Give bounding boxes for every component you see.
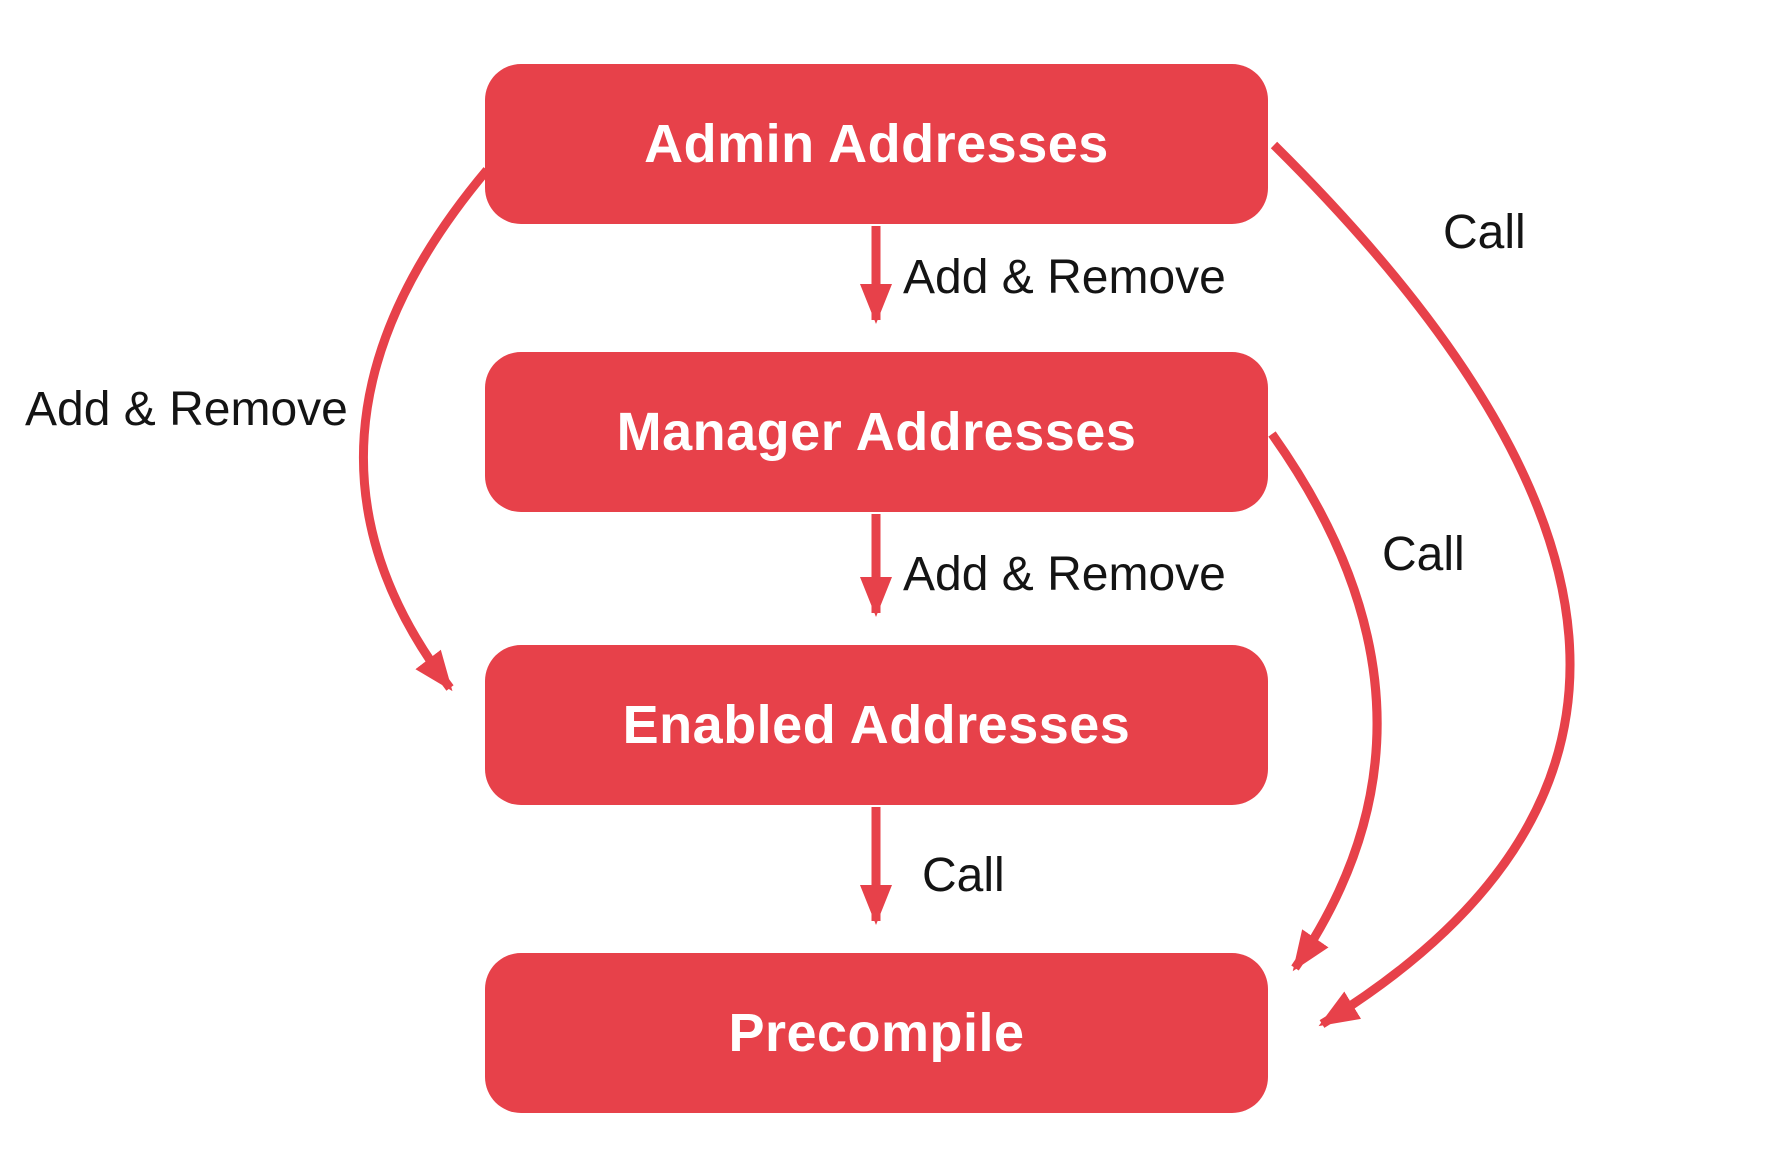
edge-label-admin-to-enabled: Add & Remove [25, 383, 348, 436]
node-manager-addresses: Manager Addresses [485, 352, 1268, 512]
node-manager-addresses-label: Manager Addresses [616, 402, 1137, 462]
node-precompile: Precompile [485, 953, 1268, 1113]
node-admin-addresses: Admin Addresses [485, 64, 1268, 224]
edge-label-manager-to-enabled: Add & Remove [903, 548, 1226, 601]
arrow-admin-to-precompile [1270, 141, 1575, 1028]
edge-label-admin-to-precompile: Call [1443, 206, 1526, 259]
edge-label-admin-to-manager: Add & Remove [903, 251, 1226, 304]
arrow-admin-to-enabled [359, 167, 491, 692]
edge-label-manager-to-precompile: Call [1382, 528, 1465, 581]
node-precompile-label: Precompile [728, 1003, 1025, 1063]
node-admin-addresses-label: Admin Addresses [644, 114, 1109, 174]
arrow-manager-to-precompile [1268, 431, 1382, 972]
node-enabled-addresses-label: Enabled Addresses [622, 695, 1131, 755]
node-enabled-addresses: Enabled Addresses [485, 645, 1268, 805]
edge-label-enabled-to-precompile: Call [922, 849, 1005, 902]
